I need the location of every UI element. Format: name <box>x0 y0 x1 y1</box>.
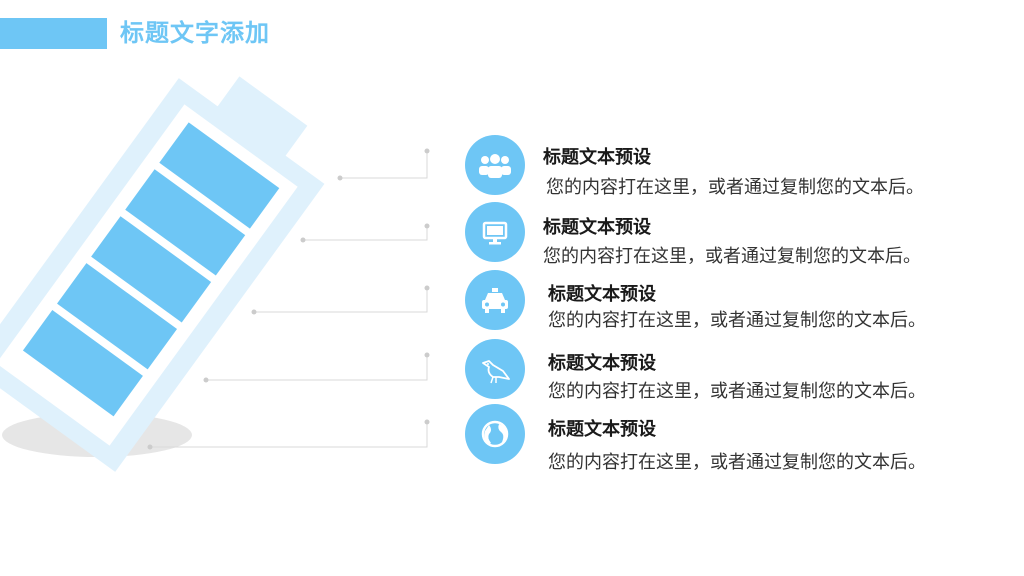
people-icon <box>465 135 525 195</box>
item-title: 标题文本预设 <box>548 284 656 304</box>
item-title: 标题文本预设 <box>543 147 651 167</box>
battery-cell <box>159 122 280 229</box>
globe-icon <box>465 404 525 464</box>
item-description: 您的内容打在这里，或者通过复制您的文本后。 <box>548 310 926 330</box>
item-title: 标题文本预设 <box>548 353 656 373</box>
title-accent-bar <box>0 18 107 49</box>
monitor-icon <box>465 202 525 262</box>
page-title: 标题文字添加 <box>120 20 270 47</box>
battery-cell <box>125 169 246 276</box>
battery-cap <box>212 76 308 163</box>
item-description: 您的内容打在这里，或者通过复制您的文本后。 <box>548 452 926 472</box>
item-description: 您的内容打在这里，或者通过复制您的文本后。 <box>546 177 924 197</box>
battery-cell <box>22 310 143 417</box>
battery-cell <box>57 263 178 370</box>
item-description: 您的内容打在这里，或者通过复制您的文本后。 <box>543 246 921 266</box>
item-description: 您的内容打在这里，或者通过复制您的文本后。 <box>548 381 926 401</box>
bird-icon <box>465 339 525 399</box>
taxi-icon <box>465 270 525 330</box>
item-title: 标题文本预设 <box>543 217 651 237</box>
battery-cell <box>91 216 212 323</box>
item-title: 标题文本预设 <box>548 419 656 439</box>
connector-dots <box>147 148 430 450</box>
connector-lines <box>150 151 428 448</box>
